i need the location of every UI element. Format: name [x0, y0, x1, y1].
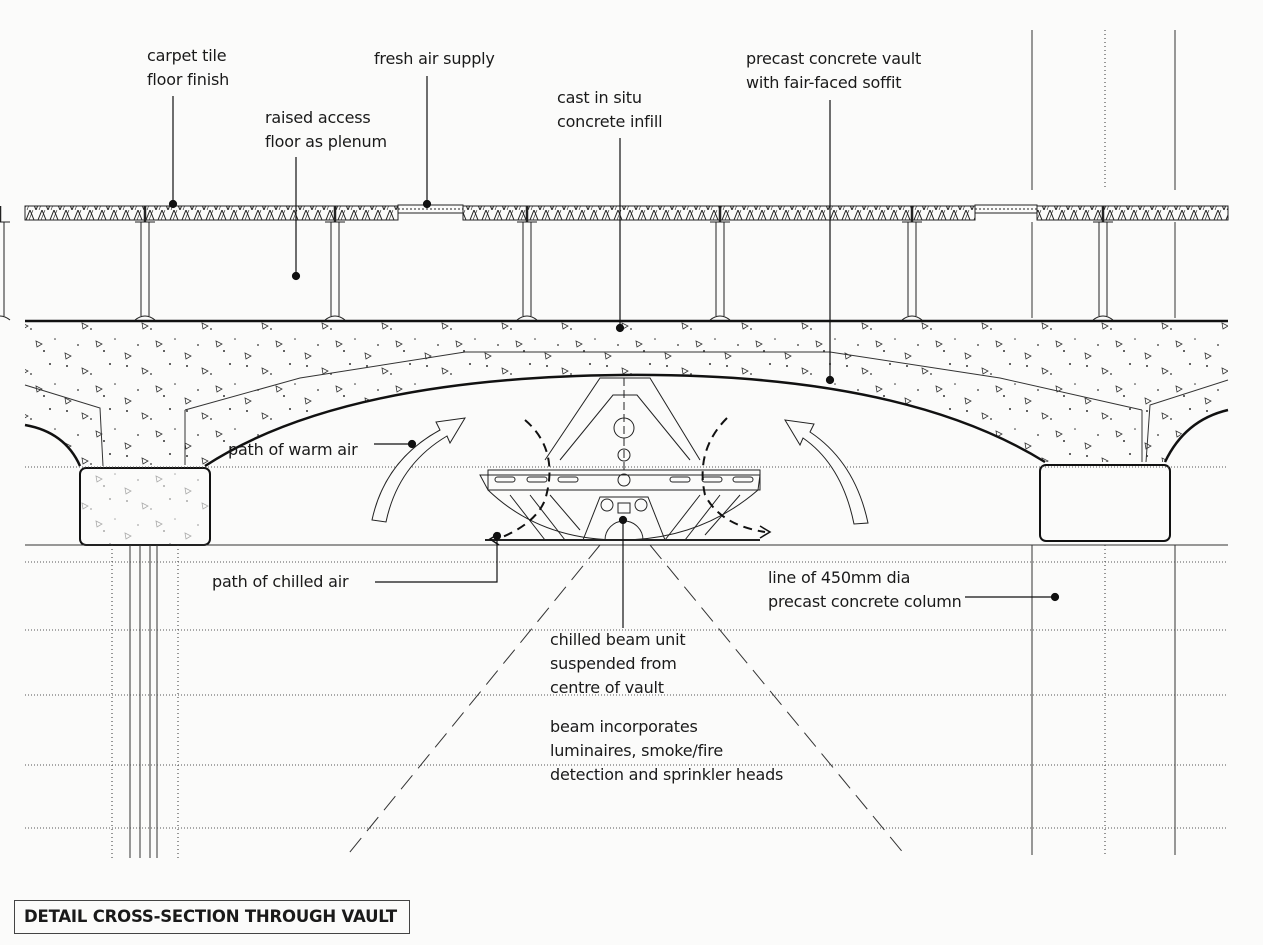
support-beam-right: [1039, 464, 1171, 542]
vault-soffit: [204, 373, 1046, 468]
dotted-grid-lines: [25, 466, 1228, 829]
warm-air-arrow-left: [371, 417, 466, 523]
warm-air-arrow-right: [784, 419, 869, 525]
light-cone-left: [344, 544, 601, 859]
chilled-air-arrowhead-right: [759, 525, 772, 539]
leader-lines: [168, 76, 1060, 628]
partial-vault-left: [24, 423, 82, 467]
column-left: [111, 545, 179, 858]
pedestal-set: [133, 204, 1115, 322]
label-warm-air: path of warm air: [228, 440, 358, 459]
light-cone-right: [649, 544, 906, 856]
raised-floor: [24, 204, 1229, 221]
label-chilled-air: path of chilled air: [212, 572, 349, 591]
label-fresh-air: fresh air supply: [374, 49, 495, 68]
chilled-air-path-right: [701, 417, 766, 533]
drawing-title: DETAIL CROSS-SECTION THROUGH VAULT: [14, 900, 410, 934]
chilled-beam-unit: [479, 377, 761, 541]
partial-vault-right: [1163, 408, 1229, 463]
concrete-infill: [24, 322, 1229, 467]
floor-pedestals: [0, 206, 11, 321]
